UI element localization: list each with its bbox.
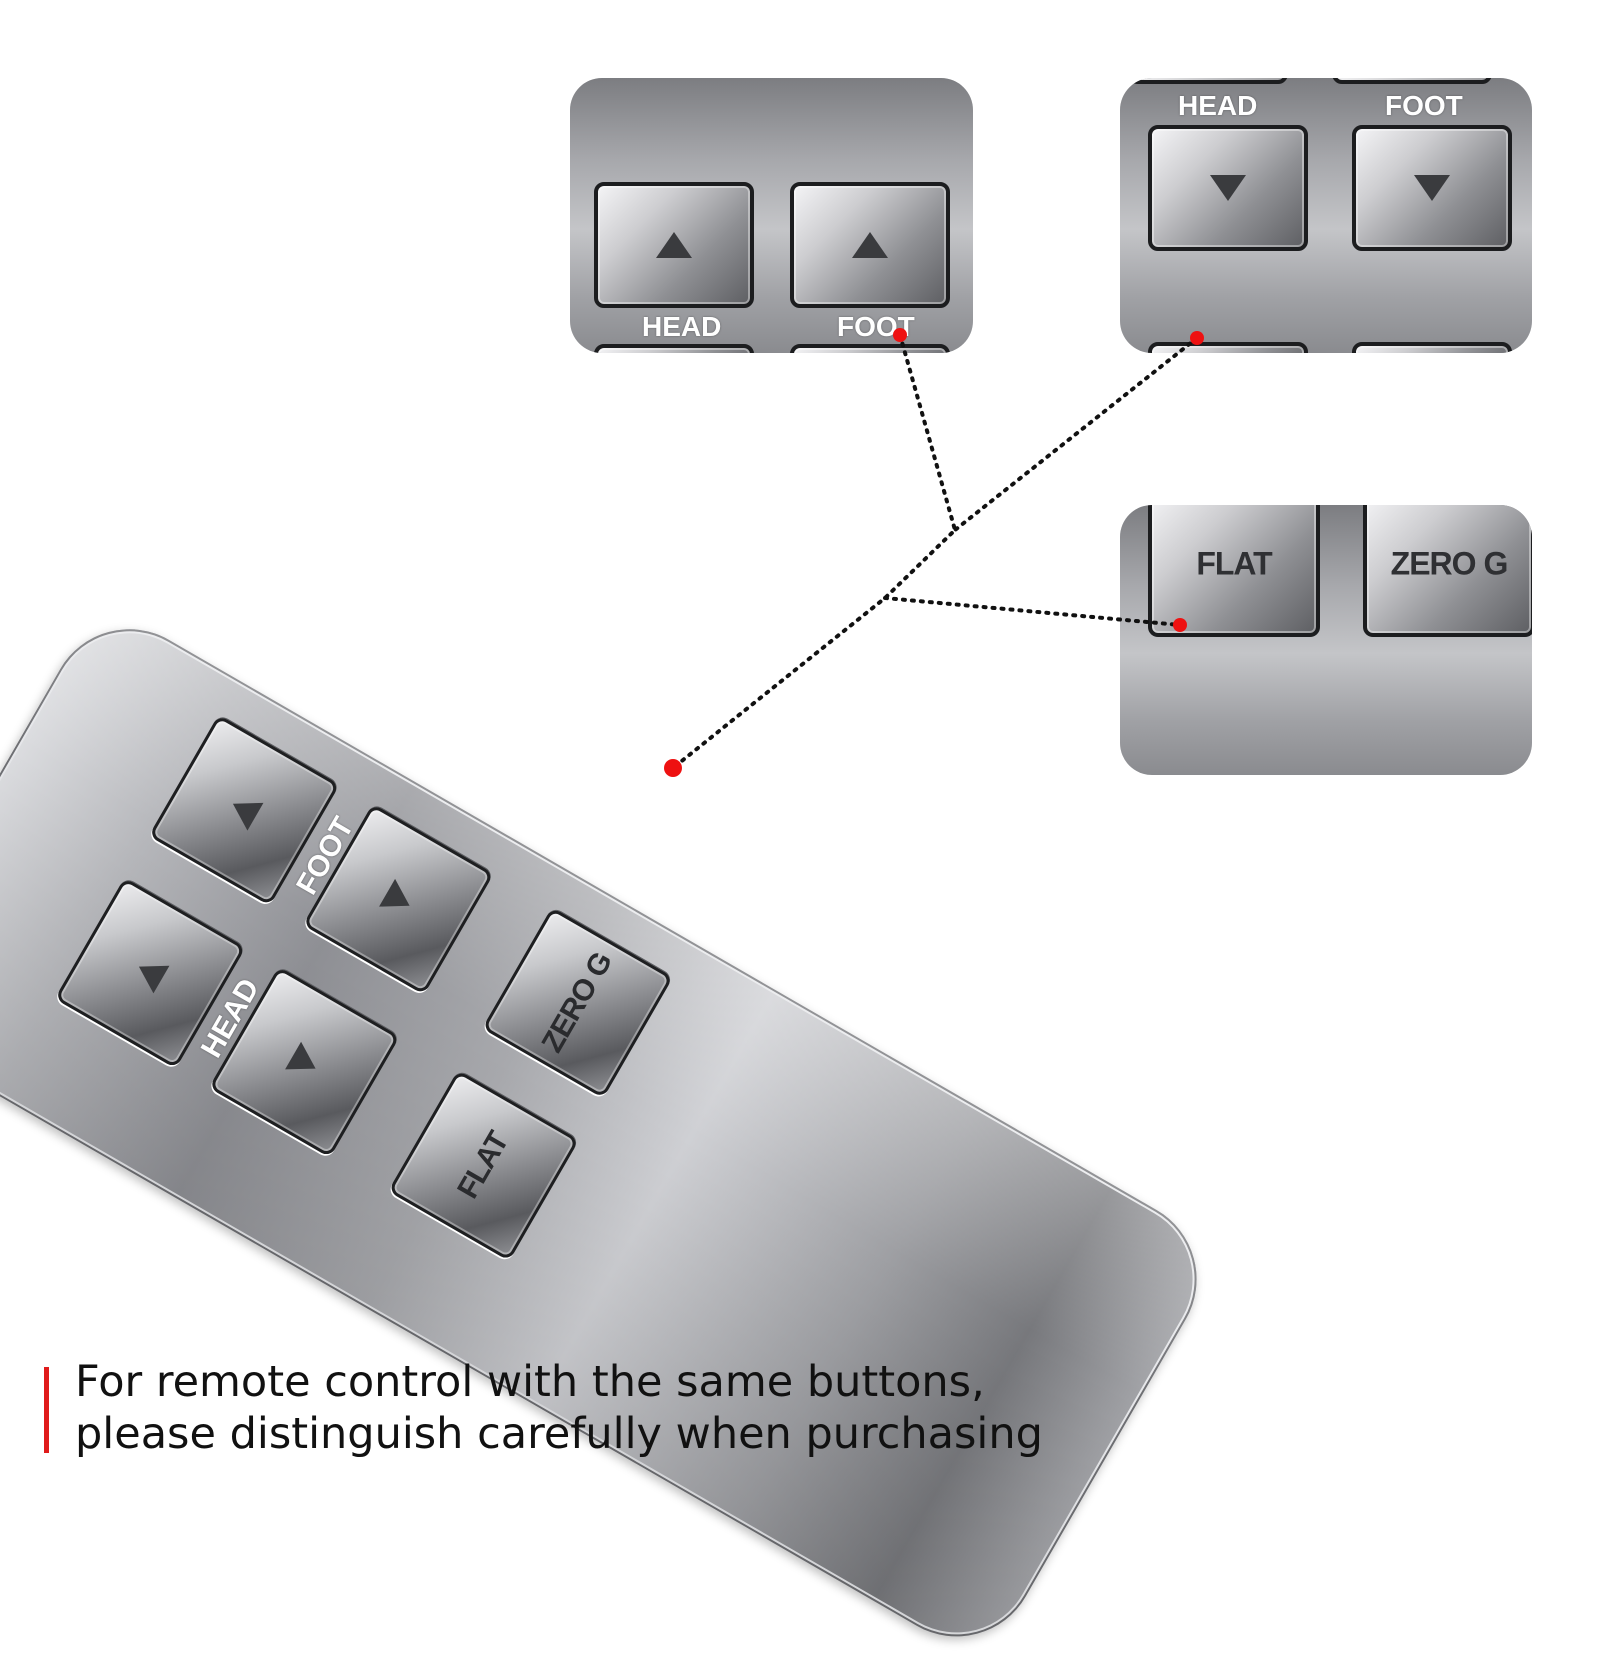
zoom-zero-g-label: ZERO G bbox=[1390, 545, 1509, 582]
zoom-panel-preset-buttons: FLAT ZERO G bbox=[1120, 505, 1532, 775]
zoom-flat-label: FLAT bbox=[1196, 545, 1272, 582]
zero-g-button-label: ZERO G bbox=[535, 947, 619, 1058]
marker-dot-foot bbox=[893, 328, 907, 342]
marker-dot-flat bbox=[1173, 618, 1187, 632]
marker-dot-remote bbox=[664, 759, 682, 777]
zoom-flat-button[interactable]: FLAT bbox=[1148, 505, 1320, 637]
flat-button[interactable]: FLAT bbox=[387, 1069, 580, 1262]
zoom-panel-down-buttons: HEAD FOOT bbox=[1120, 78, 1532, 353]
zoom-prev-row-button-right bbox=[1332, 78, 1492, 84]
zoom-prev-row-button-left bbox=[1128, 78, 1288, 84]
zero-g-button[interactable]: ZERO G bbox=[481, 907, 674, 1099]
zoom-foot-down-button[interactable] bbox=[1352, 125, 1512, 251]
zoom-head-label: HEAD bbox=[1178, 90, 1258, 121]
note-line-2: please distinguish carefully when purcha… bbox=[75, 1409, 1043, 1459]
triangle-down-icon bbox=[130, 952, 170, 994]
product-illustration: FOOT HEAD ZERO G FLAT HEAD FOOT HEAD FOO… bbox=[0, 0, 1600, 1600]
triangle-down-icon bbox=[1414, 175, 1450, 201]
zoom-head-up-button[interactable] bbox=[594, 182, 754, 308]
leader-line-foot bbox=[671, 333, 958, 770]
triangle-up-icon bbox=[656, 232, 692, 258]
zoom-panel-up-buttons: HEAD FOOT bbox=[570, 78, 973, 353]
flat-button-label: FLAT bbox=[451, 1126, 516, 1205]
marker-dot-head bbox=[1190, 331, 1204, 345]
zoom-zero-g-button[interactable]: ZERO G bbox=[1363, 505, 1532, 637]
zoom-foot-label: FOOT bbox=[1385, 90, 1463, 121]
zoom-head-label: HEAD bbox=[642, 311, 722, 342]
triangle-down-icon bbox=[1210, 175, 1246, 201]
purchase-note: For remote control with the same buttons… bbox=[75, 1356, 1075, 1460]
note-line-1: For remote control with the same buttons… bbox=[75, 1357, 985, 1407]
zoom-next-row-button-right bbox=[1352, 342, 1512, 353]
note-accent-bar bbox=[44, 1367, 49, 1453]
leader-line-head bbox=[953, 336, 1199, 532]
zoom-foot-up-button[interactable] bbox=[790, 182, 950, 308]
remote-control: FOOT HEAD ZERO G FLAT bbox=[0, 600, 1226, 1666]
triangle-up-icon bbox=[852, 232, 888, 258]
zoom-next-row-button-left bbox=[1148, 342, 1308, 353]
zoom-next-row-button-left bbox=[594, 344, 754, 353]
triangle-up-icon bbox=[285, 1041, 324, 1083]
triangle-up-icon bbox=[379, 878, 418, 920]
zoom-head-down-button[interactable] bbox=[1148, 125, 1308, 251]
triangle-down-icon bbox=[224, 789, 264, 831]
zoom-next-row-button-right bbox=[790, 344, 950, 353]
